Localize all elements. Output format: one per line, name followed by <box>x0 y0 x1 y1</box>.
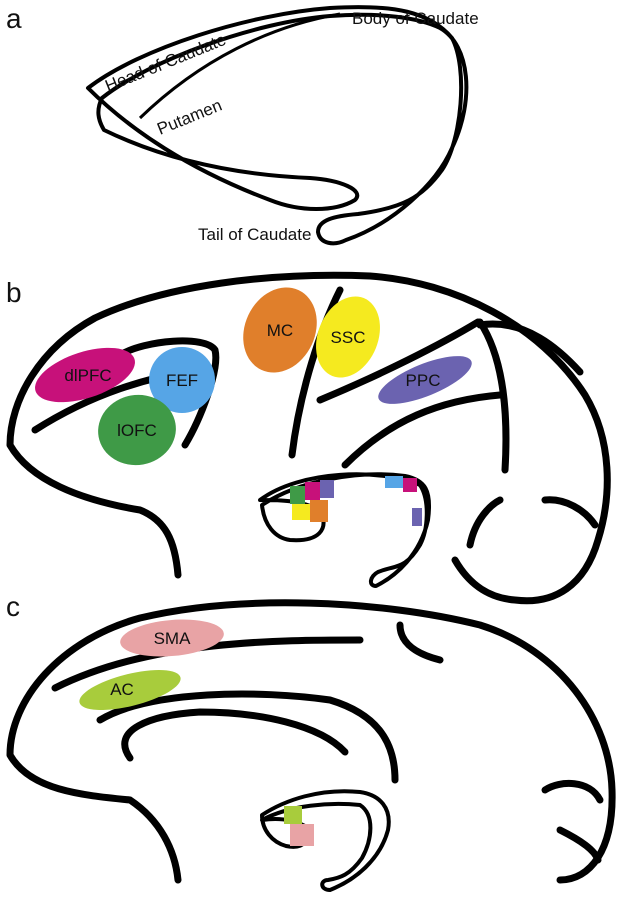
lateral-region-label-dlpfc: dlPFC <box>64 366 111 385</box>
lateral-region-label-fef: FEF <box>166 371 198 390</box>
paracentral-sulcus <box>396 621 444 664</box>
caudate-body-line <box>138 12 341 120</box>
lateral-region-mc <box>243 287 317 373</box>
panel-c: c SMA AC <box>6 591 616 892</box>
lateral-region-label-ppc: PPC <box>406 371 441 390</box>
panel-a: a Head of Caudate Body of Caudate Putame… <box>6 3 479 246</box>
medial-region-ac <box>79 670 181 710</box>
central-sulcus <box>288 286 344 459</box>
tail-of-caudate-label: Tail of Caudate <box>198 225 311 244</box>
caudate-outline <box>86 5 469 246</box>
occipital-medial-sulcus <box>556 826 602 864</box>
lateral-region-dlpfc <box>35 347 135 403</box>
lateral-region-lofc <box>98 394 176 466</box>
body-of-caudate-label: Body of Caudate <box>352 9 479 28</box>
calcarine-sulcus <box>541 779 604 804</box>
temporal-sulcus <box>466 496 504 549</box>
callosal-sulcus <box>121 708 349 762</box>
panel-b-letter: b <box>6 277 22 308</box>
lateral-region-label-mc: MC <box>267 321 293 340</box>
lateral-region-label-lofc: lOFC <box>117 421 157 440</box>
intraparietal-sulcus <box>316 318 482 404</box>
medial-region-sma <box>120 619 224 657</box>
medial-brain-outline <box>6 599 616 884</box>
lateral-region-label-ssc: SSC <box>331 328 366 347</box>
cingulate-sulcus <box>51 636 364 692</box>
putamen-label: Putamen <box>154 96 224 139</box>
occipital-sulcus <box>476 320 584 376</box>
sylvian-fissure <box>341 391 504 469</box>
lateral-region-ssc <box>316 296 380 378</box>
medial-region-label-sma: SMA <box>154 629 192 648</box>
arcuate-sulcus <box>116 337 220 449</box>
striatum-inset-c <box>260 789 391 892</box>
lunate-sulcus <box>476 318 510 474</box>
lateral-region-fef <box>149 347 215 413</box>
panel-b: b dlPFC FEF lOFC MC SSC PPC <box>6 271 611 605</box>
lateral-region-ppc <box>378 356 472 404</box>
panel-a-letter: a <box>6 3 22 34</box>
striatum-inset-b <box>258 472 431 588</box>
inferior-occipital-sulcus <box>541 496 599 529</box>
corpus-callosum-line <box>96 690 399 784</box>
panel-c-letter: c <box>6 591 20 622</box>
medial-region-label-ac: AC <box>110 680 134 699</box>
